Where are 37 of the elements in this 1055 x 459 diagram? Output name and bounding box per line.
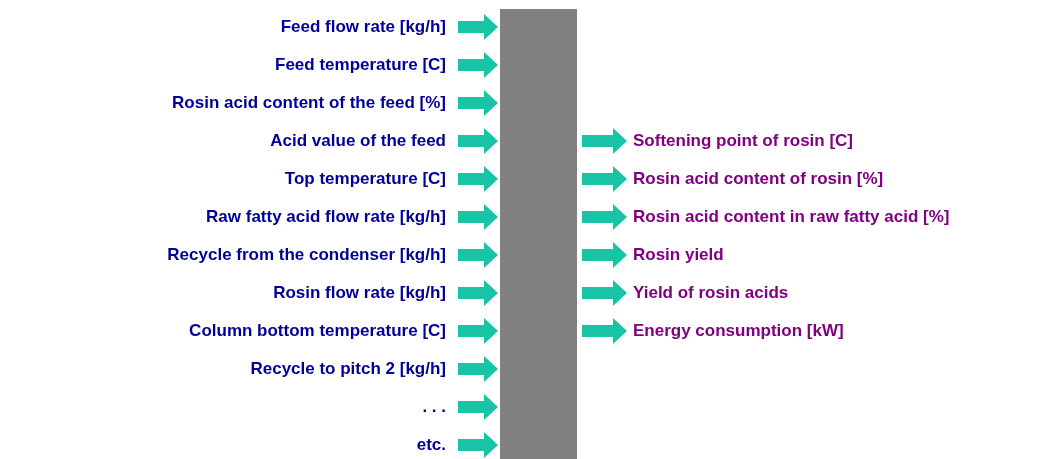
arrow: [458, 204, 498, 230]
input-label: Column bottom temperature [C]: [189, 320, 450, 342]
arrow: [582, 318, 627, 344]
output-label: Yield of rosin acids: [629, 282, 789, 304]
arrow: [458, 242, 498, 268]
input-label: Rosin acid content of the feed [%]: [172, 92, 450, 114]
output-label: Energy consumption [kW]: [629, 320, 844, 342]
arrow: [458, 280, 498, 306]
arrow: [458, 90, 498, 116]
arrow: [582, 280, 627, 306]
input-label: . . .: [422, 396, 450, 418]
output-label: Rosin acid content in raw fatty acid [%]: [629, 206, 950, 228]
arrow: [458, 356, 498, 382]
output-label: Rosin yield: [629, 244, 724, 266]
output-label: Softening point of rosin [C]: [629, 130, 853, 152]
arrow: [458, 318, 498, 344]
input-label: Top temperature [C]: [284, 168, 450, 190]
input-label: Recycle from the condenser [kg/h]: [167, 244, 450, 266]
arrow: [458, 14, 498, 40]
input-label: Raw fatty acid flow rate [kg/h]: [206, 206, 450, 228]
input-label: Acid value of the feed: [270, 130, 450, 152]
input-label: etc.: [416, 434, 450, 456]
input-label: Feed temperature [C]: [275, 54, 450, 76]
arrow: [458, 128, 498, 154]
output-label: Rosin acid content of rosin [%]: [629, 168, 884, 190]
model-block: [500, 9, 577, 459]
arrow: [458, 394, 498, 420]
arrow: [458, 166, 498, 192]
arrow: [582, 128, 627, 154]
arrow: [582, 242, 627, 268]
arrow: [458, 52, 498, 78]
arrow: [582, 166, 627, 192]
arrow: [582, 204, 627, 230]
input-label: Feed flow rate [kg/h]: [280, 16, 450, 38]
input-label: Rosin flow rate [kg/h]: [273, 282, 450, 304]
arrow: [458, 432, 498, 458]
input-label: Recycle to pitch 2 [kg/h]: [250, 358, 450, 380]
